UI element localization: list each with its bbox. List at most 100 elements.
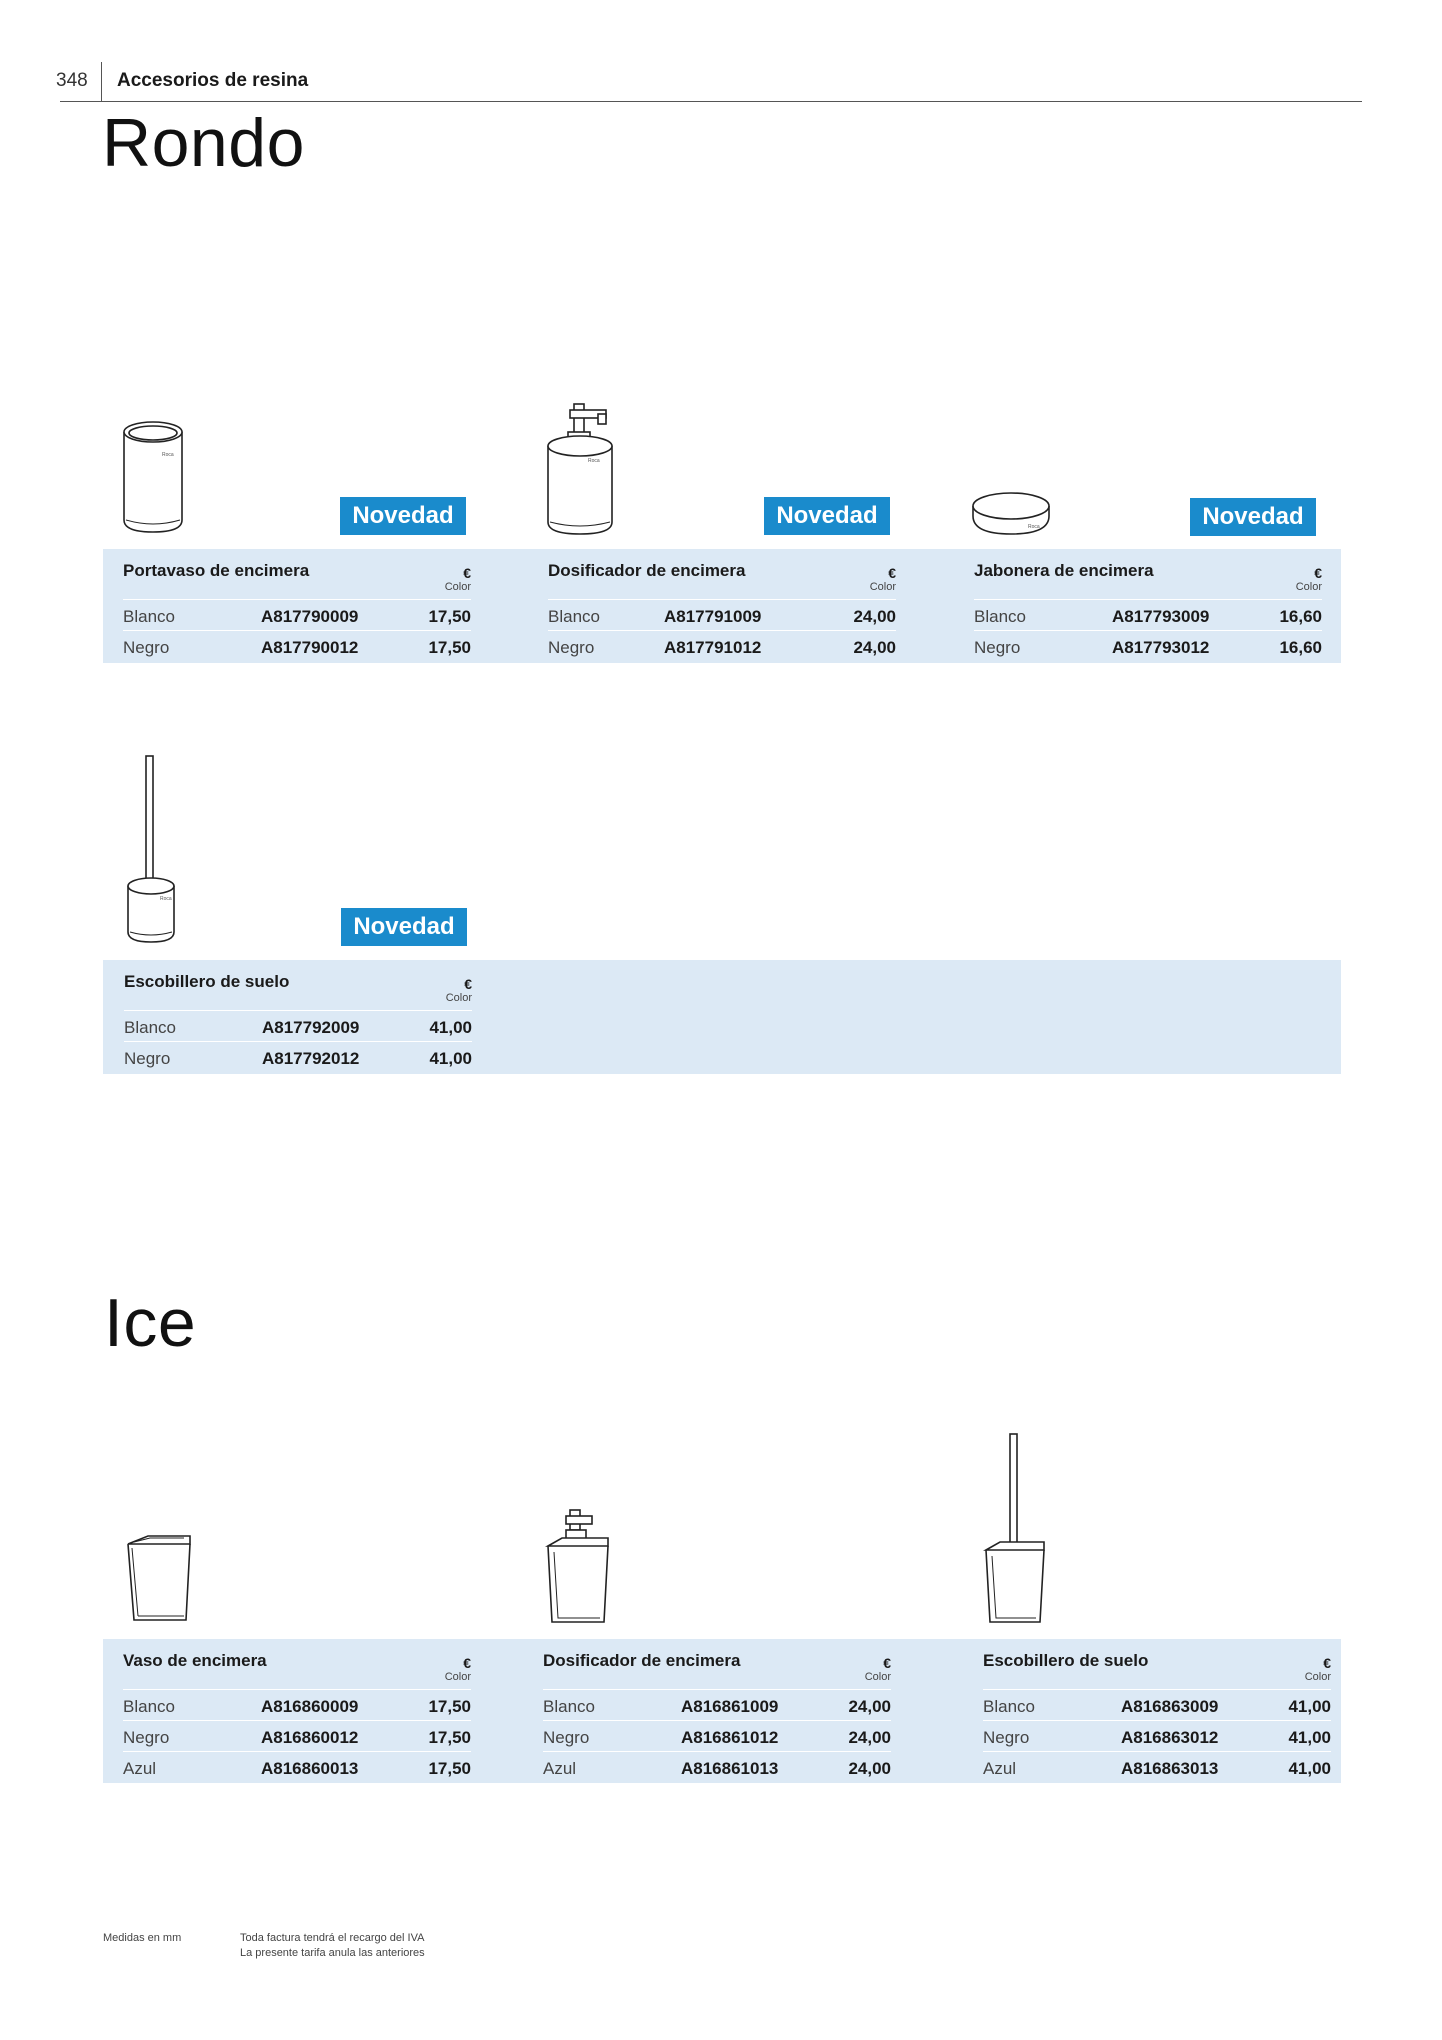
color-value: Blanco — [543, 1697, 595, 1716]
reference-code: A817791012 — [664, 638, 762, 657]
color-value: Negro — [123, 1728, 170, 1747]
table-row: Negro A816861012 24,00 — [543, 1720, 891, 1752]
table-row: Blanco A817793009 16,60 — [974, 599, 1322, 631]
table-row: Negro A816863012 41,00 — [983, 1720, 1331, 1752]
reference-code: A817790012 — [261, 638, 359, 657]
novedad-badge: Novedad — [341, 908, 467, 946]
currency-label: € — [464, 976, 472, 992]
currency-label: € — [888, 565, 896, 581]
color-value: Blanco — [123, 607, 175, 626]
table-row: Azul A816863013 41,00 — [983, 1751, 1331, 1783]
product-name: Dosificador de encimera — [543, 1651, 741, 1670]
svg-text:Roca: Roca — [162, 452, 174, 458]
currency-label: € — [1323, 1655, 1331, 1671]
price: 24,00 — [848, 1759, 891, 1778]
footer-vat-note: Toda factura tendrá el recargo del IVA — [240, 1932, 425, 1944]
reference-code: A817793012 — [1112, 638, 1210, 657]
reference-code: A816863009 — [1121, 1697, 1219, 1716]
svg-text:Roca: Roca — [588, 458, 600, 464]
reference-code: A817792012 — [262, 1049, 360, 1068]
color-column-label: Color — [1295, 581, 1322, 593]
table-row: Blanco A816860009 17,50 — [123, 1689, 471, 1721]
reference-code: A816861009 — [681, 1697, 779, 1716]
soap-dish-icon: Roca — [972, 492, 1050, 535]
price: 17,50 — [428, 1728, 471, 1747]
table-row: Blanco A817790009 17,50 — [123, 599, 471, 631]
footer-tariff-note: La presente tarifa anula las anteriores — [240, 1947, 425, 1959]
novedad-badge: Novedad — [764, 497, 890, 535]
product-name: Portavaso de encimera — [123, 561, 310, 580]
reference-code: A816861013 — [681, 1759, 779, 1778]
table-row: Blanco A816863009 41,00 — [983, 1689, 1331, 1721]
footer-measures-note: Medidas en mm — [103, 1932, 182, 1944]
currency-label: € — [463, 1655, 471, 1671]
color-value: Negro — [983, 1728, 1030, 1747]
color-value: Negro — [124, 1049, 171, 1068]
product-block: Escobillero de suelo € Color Blanco A816… — [963, 1639, 1331, 1783]
price: 24,00 — [848, 1697, 891, 1716]
price: 41,00 — [1288, 1759, 1331, 1778]
color-value: Negro — [543, 1728, 590, 1747]
reference-code: A817793009 — [1112, 607, 1210, 626]
table-row: Negro A817790012 17,50 — [123, 630, 471, 662]
price: 17,50 — [428, 638, 471, 657]
table-row: Blanco A817792009 41,00 — [124, 1010, 472, 1042]
square-soap-dispenser-icon — [544, 1509, 609, 1623]
color-column-label: Color — [864, 1671, 891, 1683]
color-value: Blanco — [124, 1018, 176, 1037]
product-block: Portavaso de encimera € Color Blanco A81… — [103, 549, 471, 663]
header-separator — [101, 62, 102, 102]
color-value: Blanco — [983, 1697, 1035, 1716]
page-number: 348 — [56, 70, 88, 91]
color-value: Blanco — [123, 1697, 175, 1716]
color-value: Azul — [543, 1759, 577, 1778]
product-block: Escobillero de suelo € Color Blanco A817… — [104, 960, 472, 1074]
product-block: Dosificador de encimera € Color Blanco A… — [528, 549, 896, 663]
currency-label: € — [463, 565, 471, 581]
color-column-label: Color — [445, 992, 472, 1004]
color-value: Blanco — [974, 607, 1026, 626]
currency-label: € — [1314, 565, 1322, 581]
product-block: Vaso de encimera € Color Blanco A8168600… — [103, 1639, 471, 1783]
price: 41,00 — [429, 1018, 472, 1037]
reference-code: A816860012 — [261, 1728, 359, 1747]
price: 16,60 — [1279, 607, 1322, 626]
reference-code: A816860013 — [261, 1759, 359, 1778]
color-value: Azul — [983, 1759, 1017, 1778]
table-row: Azul A816860013 17,50 — [123, 1751, 471, 1783]
color-column-label: Color — [869, 581, 896, 593]
price: 41,00 — [1288, 1697, 1331, 1716]
price: 17,50 — [428, 607, 471, 626]
cylinder-cup-icon: Roca — [123, 421, 183, 533]
table-row: Blanco A816861009 24,00 — [543, 1689, 891, 1721]
soap-dispenser-icon: Roca — [547, 403, 613, 535]
product-name: Escobillero de suelo — [983, 1651, 1149, 1670]
color-value: Negro — [974, 638, 1021, 657]
product-name: Vaso de encimera — [123, 1651, 267, 1670]
price: 24,00 — [848, 1728, 891, 1747]
price: 41,00 — [429, 1049, 472, 1068]
reference-code: A817790009 — [261, 607, 359, 626]
table-row: Negro A817793012 16,60 — [974, 630, 1322, 662]
reference-code: A817791009 — [664, 607, 762, 626]
color-value: Azul — [123, 1759, 157, 1778]
product-name: Jabonera de encimera — [974, 561, 1154, 580]
color-column-label: Color — [444, 1671, 471, 1683]
color-value: Negro — [548, 638, 595, 657]
price: 16,60 — [1279, 638, 1322, 657]
product-band — [103, 960, 1341, 1074]
reference-code: A816863012 — [1121, 1728, 1219, 1747]
product-block: Jabonera de encimera € Color Blanco A817… — [954, 549, 1322, 663]
square-cup-icon — [127, 1535, 191, 1621]
product-name: Dosificador de encimera — [548, 561, 746, 580]
toilet-brush-icon: Roca — [127, 755, 175, 943]
product-name: Escobillero de suelo — [124, 972, 290, 991]
section-title: Accesorios de resina — [117, 70, 309, 91]
table-row: Negro A817792012 41,00 — [124, 1041, 472, 1073]
svg-text:Roca: Roca — [1028, 524, 1040, 530]
price: 24,00 — [853, 607, 896, 626]
svg-text:Roca: Roca — [160, 896, 172, 902]
currency-label: € — [883, 1655, 891, 1671]
table-row: Negro A817791012 24,00 — [548, 630, 896, 662]
reference-code: A816860009 — [261, 1697, 359, 1716]
